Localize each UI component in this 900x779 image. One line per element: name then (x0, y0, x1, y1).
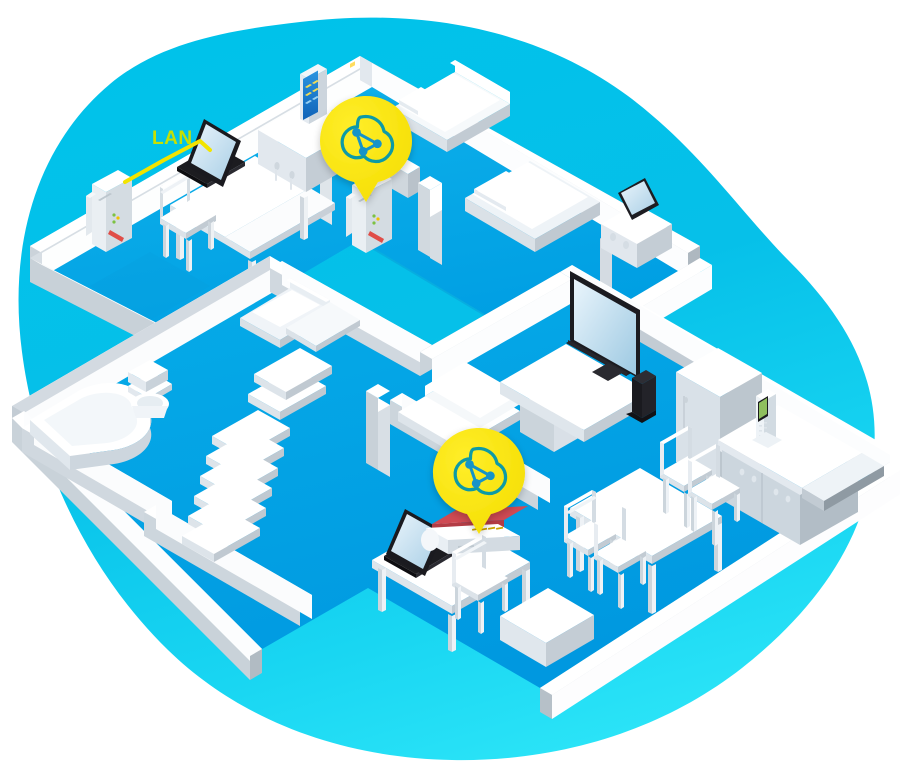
television (566, 271, 640, 381)
mesh-pin-upstairs[interactable] (320, 96, 412, 202)
mesh-network-icon (340, 114, 395, 164)
powerline-adapter-right (346, 171, 392, 253)
bathtub (30, 383, 152, 470)
media-tower (626, 370, 656, 423)
toilet (128, 360, 172, 418)
middle-shelf (286, 302, 360, 352)
mesh-network-icon (453, 446, 508, 496)
staircase (182, 348, 332, 562)
office-chair (452, 535, 508, 634)
office-partition (366, 384, 390, 477)
smartphone-dresser (300, 61, 355, 124)
lan-label: LAN (152, 128, 193, 149)
tablet-nightstand (618, 178, 659, 220)
storage-box (500, 588, 594, 667)
bed-upper-2 (465, 161, 600, 252)
upper-floor-furniture (86, 60, 672, 320)
kitchen-counter (718, 405, 884, 545)
cordless-phone (752, 389, 782, 448)
powerline-adapter-left (86, 170, 132, 252)
lower-floor-furniture (30, 271, 884, 667)
lan-cable (123, 139, 212, 184)
laptop-study (177, 119, 245, 188)
dining-chair-4 (688, 444, 740, 546)
nightstand-upper (601, 204, 672, 268)
mesh-pin-downstairs[interactable] (433, 428, 525, 534)
bed-upper-1 (392, 60, 510, 152)
dining-chair-2 (594, 507, 646, 609)
